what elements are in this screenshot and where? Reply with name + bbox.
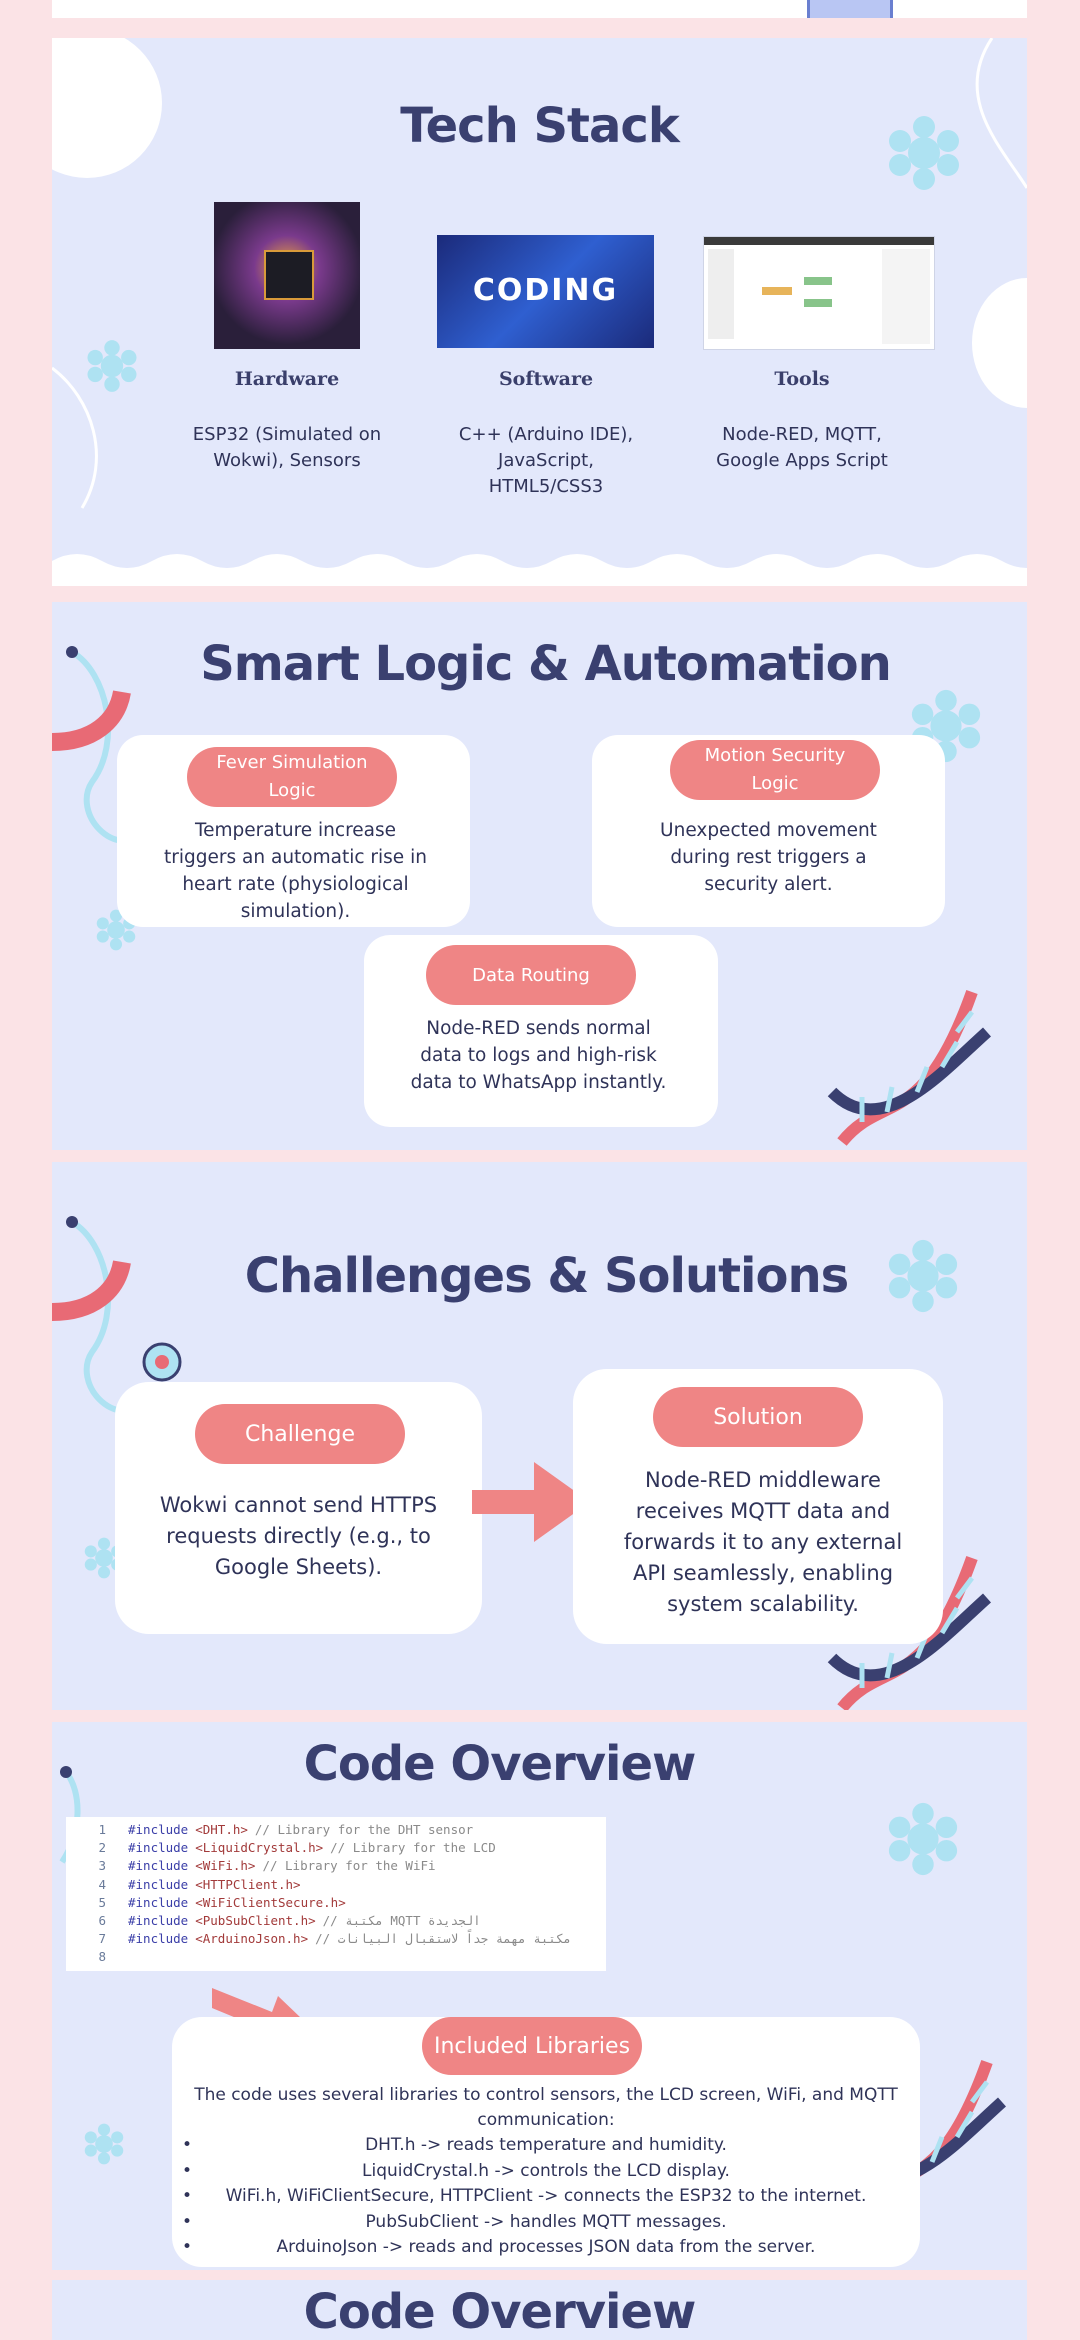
line-number: 2 xyxy=(98,1840,106,1856)
code-keyword: #include xyxy=(128,1894,189,1910)
code-keyword: #include xyxy=(128,1822,189,1837)
code-include: <DHT.h> xyxy=(195,1822,248,1837)
line-number: 1 xyxy=(98,1822,106,1837)
slide-challenges: Challenges & Solutions Challenge Wokwi c… xyxy=(52,1162,1027,1710)
library-item: PubSubClient -> handles MQTT messages. xyxy=(172,2210,920,2236)
line-number: 5 xyxy=(98,1894,106,1910)
snowflake-icon xyxy=(87,340,137,392)
slide-title: Code Overview xyxy=(303,2284,697,2340)
solution-description: Node-RED middleware receives MQTT data a… xyxy=(623,1468,903,1616)
slide-tech-stack: Tech Stack CODING Hardware ESP32 (Simula… xyxy=(52,38,1027,586)
code-keyword: #include xyxy=(128,1913,189,1929)
line-number: 4 xyxy=(98,1876,106,1892)
library-item: WiFi.h, WiFiClientSecure, HTTPClient -> … xyxy=(172,2184,920,2210)
library-item: LiquidCrystal.h -> controls the LCD disp… xyxy=(172,2159,920,2185)
stack-column-tools: Tools Node-RED, MQTT, Google Apps Script xyxy=(672,368,932,474)
stack-heading: Hardware xyxy=(234,368,340,390)
library-item: ArduinoJson -> reads and processes JSON … xyxy=(172,2235,920,2261)
code-line: 6 #include <PubSubClient.h> // مكتبة MQTT ا… xyxy=(66,1912,606,1930)
libraries-card: Included Libraries The code uses several… xyxy=(172,2017,920,2267)
slide-title: Code Overview xyxy=(303,1736,697,1792)
code-keyword: #include xyxy=(128,1931,189,1947)
stack-description: Node-RED, MQTT, Google Apps Script xyxy=(716,424,888,471)
logic-card-fever: Fever Simulation Logic Temperature incre… xyxy=(117,735,470,927)
code-snippet: 1 #include <DHT.h> // Library for the DHT s… xyxy=(66,1817,606,1971)
stack-description: ESP32 (Simulated on Wokwi), Sensors xyxy=(192,424,382,471)
libraries-list: DHT.h -> reads temperature and humidity.… xyxy=(172,2133,920,2261)
dna-helix-icon xyxy=(827,989,991,1146)
code-line: 8 xyxy=(66,1948,606,1966)
code-include: <PubSubClient.h> xyxy=(195,1913,316,1929)
solution-card: Solution Node-RED middleware receives MQ… xyxy=(573,1369,943,1644)
slide-title: Challenges & Solutions xyxy=(244,1248,849,1304)
snowflake-icon xyxy=(888,1239,958,1313)
challenge-label-pill: Challenge xyxy=(195,1404,405,1464)
snowflake-icon xyxy=(888,1802,958,1876)
libraries-label-pill: Included Libraries xyxy=(422,2017,642,2075)
card-description: Node-RED sends normal data to logs and h… xyxy=(410,1018,667,1093)
code-comment: // Library for the LCD xyxy=(330,1840,496,1856)
stack-column-hardware: Hardware ESP32 (Simulated on Wokwi), Sen… xyxy=(157,368,417,474)
code-comment: // Library for the DHT sensor xyxy=(254,1822,474,1837)
code-keyword: #include xyxy=(128,1840,189,1856)
stack-heading: Tools xyxy=(774,368,830,390)
code-include: <WiFiClientSecure.h> xyxy=(195,1894,346,1910)
solution-label-pill: Solution xyxy=(653,1387,863,1447)
code-keyword: #include xyxy=(128,1858,189,1874)
snowflake-icon xyxy=(96,909,136,951)
libraries-intro: The code uses several libraries to contr… xyxy=(194,2085,898,2130)
logic-card-routing: Data Routing Node-RED sends normal data … xyxy=(364,935,718,1127)
card-label-pill: Motion Security Logic xyxy=(670,740,880,800)
code-include: <ArduinoJson.h> xyxy=(195,1931,309,1947)
stack-heading: Software xyxy=(498,368,594,390)
card-label-pill: Fever Simulation Logic xyxy=(187,747,397,807)
code-include: <WiFi.h> xyxy=(195,1858,256,1874)
previous-slide-edge xyxy=(52,0,1027,18)
code-line: 3 #include <WiFi.h> // Library for the WiFi xyxy=(66,1857,606,1875)
code-include: <HTTPClient.h> xyxy=(195,1876,301,1892)
code-include: <LiquidCrystal.h> xyxy=(195,1840,324,1856)
previous-slide-shape xyxy=(807,0,893,18)
tools-image xyxy=(703,236,935,350)
stack-description: C++ (Arduino IDE), JavaScript, HTML5/CSS… xyxy=(458,424,634,497)
code-comment: // مكتبة MQTT الجديدة xyxy=(322,1913,481,1929)
line-number: 3 xyxy=(98,1858,106,1874)
challenge-description: Wokwi cannot send HTTPS requests directl… xyxy=(159,1493,438,1579)
code-line: 5 #include <WiFiClientSecure.h> xyxy=(66,1894,606,1912)
slide-code-overview-next: Code Overview xyxy=(52,2280,1027,2340)
code-comment: // مكتبة مهمة جداً لاستقبال البيانات xyxy=(315,1931,571,1947)
line-number: 7 xyxy=(98,1931,106,1947)
code-comment: // Library for the WiFi xyxy=(262,1858,436,1874)
snowflake-icon xyxy=(84,2123,124,2165)
card-label-pill: Data Routing xyxy=(426,945,636,1005)
code-line: 7 #include <ArduinoJson.h> // مكتبة مهمة جد… xyxy=(66,1930,606,1948)
logic-card-motion: Motion Security Logic Unexpected movemen… xyxy=(592,735,945,927)
curve-line-decoration xyxy=(52,38,1027,509)
wave-bottom-decoration xyxy=(52,554,1027,586)
slide-smart-logic: Smart Logic & Automation Fever Simulatio… xyxy=(52,602,1027,1150)
line-number: 8 xyxy=(98,1949,106,1965)
slide-title: Tech Stack xyxy=(400,98,680,154)
slide-code-overview: Code Overview 1 #include <DHT.h> // Library… xyxy=(52,1722,1027,2270)
arrow-right-icon xyxy=(472,1462,590,1542)
line-number: 6 xyxy=(98,1913,106,1929)
code-keyword: #include xyxy=(128,1876,189,1892)
card-description: Temperature increase triggers an automat… xyxy=(164,820,427,922)
code-line: 4 #include <HTTPClient.h> xyxy=(66,1876,606,1894)
hardware-image xyxy=(214,202,360,349)
coding-image-text: CODING xyxy=(472,273,619,308)
card-description: Unexpected movement during rest triggers… xyxy=(660,820,877,895)
code-line: 2 #include <LiquidCrystal.h> // Library for… xyxy=(66,1839,606,1857)
stack-column-software: Software C++ (Arduino IDE), JavaScript, … xyxy=(416,368,676,500)
challenge-card: Challenge Wokwi cannot send HTTPS reques… xyxy=(115,1382,482,1634)
software-image: CODING xyxy=(437,235,654,348)
snowflake-icon xyxy=(889,116,959,190)
slide-title: Smart Logic & Automation xyxy=(200,636,892,692)
library-item: DHT.h -> reads temperature and humidity. xyxy=(172,2133,920,2159)
code-line: 1 #include <DHT.h> // Library for the DHT s… xyxy=(66,1821,606,1839)
